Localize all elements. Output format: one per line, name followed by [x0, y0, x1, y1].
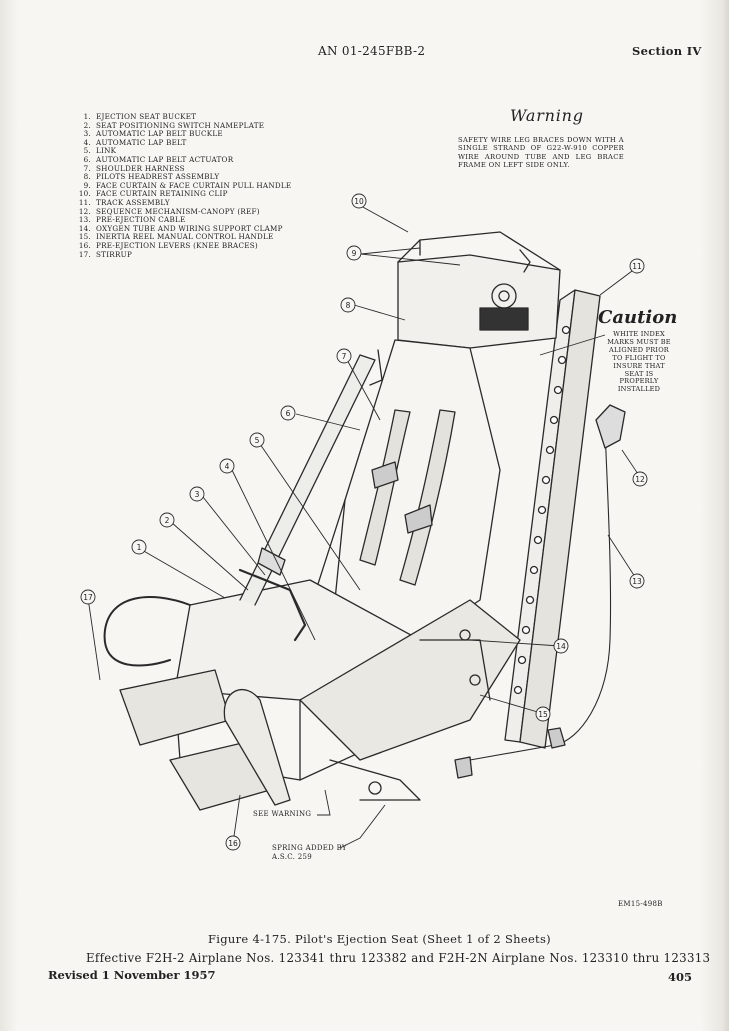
track-rail-right	[519, 289, 601, 749]
legend-item: 12.SEQUENCE MECHANISM-CANOPY (REF)	[78, 206, 260, 216]
callout-17	[80, 589, 96, 605]
track-holes	[513, 325, 571, 695]
callout-label: 17	[83, 593, 93, 602]
spring-note-line2: A.S.C. 259	[272, 852, 312, 861]
legend-item: 14.OXYGEN TUBE AND WIRING SUPPORT CLAMP	[78, 223, 283, 233]
callout-label: 11	[632, 262, 642, 271]
legend-item: 8.PILOTS HEADREST ASSEMBLY	[83, 172, 220, 182]
callout-label: 10	[354, 197, 364, 206]
callout-label: 15	[538, 710, 548, 719]
legend-item: 15.INERTIA REEL MANUAL CONTROL HANDLE	[78, 232, 274, 242]
callout-3	[189, 486, 205, 502]
warning-title: Warning	[510, 106, 584, 125]
callout-label: 5	[255, 436, 260, 445]
callout-6	[280, 405, 296, 421]
callout-label: 7	[342, 352, 347, 361]
callout-label: 13	[632, 577, 642, 586]
callout-label: 3	[195, 490, 200, 499]
legend-item: 11.TRACK ASSEMBLY	[78, 197, 170, 207]
callout-13	[629, 573, 645, 589]
callout-label: 14	[556, 642, 566, 651]
foot-rest	[119, 669, 231, 746]
harness-left	[359, 409, 411, 566]
legend-item: 2.SEAT POSITIONING SWITCH NAMEPLATE	[83, 120, 265, 130]
headrest-box	[397, 254, 561, 349]
legend-item: 1.EJECTION SEAT BUCKET	[83, 112, 197, 121]
harness-right	[399, 409, 456, 586]
legend-item: 16.PRE-EJECTION LEVERS (KNEE BRACES)	[78, 240, 258, 250]
knee-brace	[223, 689, 291, 806]
legend-item: 3.AUTOMATIC LAP BELT BUCKLE	[83, 129, 223, 139]
stirrup	[103, 596, 191, 667]
warning-text: SAFETY WIRE LEG BRACES DOWN WITH A SINGL…	[458, 136, 624, 170]
effectivity-note: Effective F2H-2 Airplane Nos. 123341 thr…	[86, 951, 711, 965]
legend-item: 9.FACE CURTAIN & FACE CURTAIN PULL HANDL…	[83, 180, 292, 190]
legend-item: 5.LINK	[83, 146, 117, 156]
section-label: Section IV	[632, 44, 702, 58]
callout-label: 9	[352, 249, 357, 258]
callout-10	[351, 193, 367, 209]
see-warning-note: SEE WARNING	[253, 810, 312, 818]
callout-7	[336, 348, 352, 364]
callout-label: 8	[346, 301, 351, 310]
callout-8	[340, 297, 356, 313]
caution-text: WHITE INDEX MARKS MUST BE ALIGNED PRIOR …	[607, 330, 671, 394]
callout-9	[346, 245, 362, 261]
revision-date: Revised 1 November 1957	[48, 968, 216, 982]
spring-note-line1: SPRING ADDED BY	[272, 844, 347, 852]
caution-title: Caution	[598, 307, 678, 328]
spring-note: SPRING ADDED BY A.S.C. 259	[272, 844, 347, 861]
callout-1	[131, 539, 147, 555]
callout-12	[632, 471, 648, 487]
legend-item: 13.PRE-EJECTION CABLE	[78, 215, 186, 225]
parts-legend: 1.EJECTION SEAT BUCKET 2.SEAT POSITIONIN…	[78, 112, 292, 259]
callout-label: 16	[228, 839, 238, 848]
callout-16	[225, 835, 241, 851]
drawing-code: EM15-498B	[618, 900, 663, 908]
callout-label: 6	[286, 409, 291, 418]
legend-item: 7.SHOULDER HARNESS	[83, 163, 185, 173]
callout-label: 12	[635, 475, 645, 484]
lap-belt	[238, 568, 307, 642]
legend-item: 17.STIRRUP	[78, 249, 133, 259]
callout-label: 1	[137, 543, 142, 552]
callout-11	[629, 258, 645, 274]
figure-caption: Figure 4-175. Pilot's Ejection Seat (She…	[208, 932, 551, 946]
page-number: 405	[668, 970, 693, 984]
document-number: AN 01-245FBB-2	[318, 44, 426, 58]
callout-markers	[80, 193, 648, 851]
callout-4	[219, 458, 235, 474]
legend-item: 4.AUTOMATIC LAP BELT	[83, 137, 187, 147]
pre-ejection-cable	[469, 429, 612, 761]
callout-2	[159, 512, 175, 528]
legend-item: 6.AUTOMATIC LAP BELT ACTUATOR	[83, 154, 234, 164]
callout-15	[535, 706, 551, 722]
side-frame	[239, 354, 376, 606]
callout-label: 4	[225, 462, 230, 471]
legend-item: 10.FACE CURTAIN RETAINING CLIP	[78, 189, 228, 199]
callout-label: 2	[165, 516, 170, 525]
callout-5	[249, 432, 265, 448]
callout-14	[553, 638, 569, 654]
